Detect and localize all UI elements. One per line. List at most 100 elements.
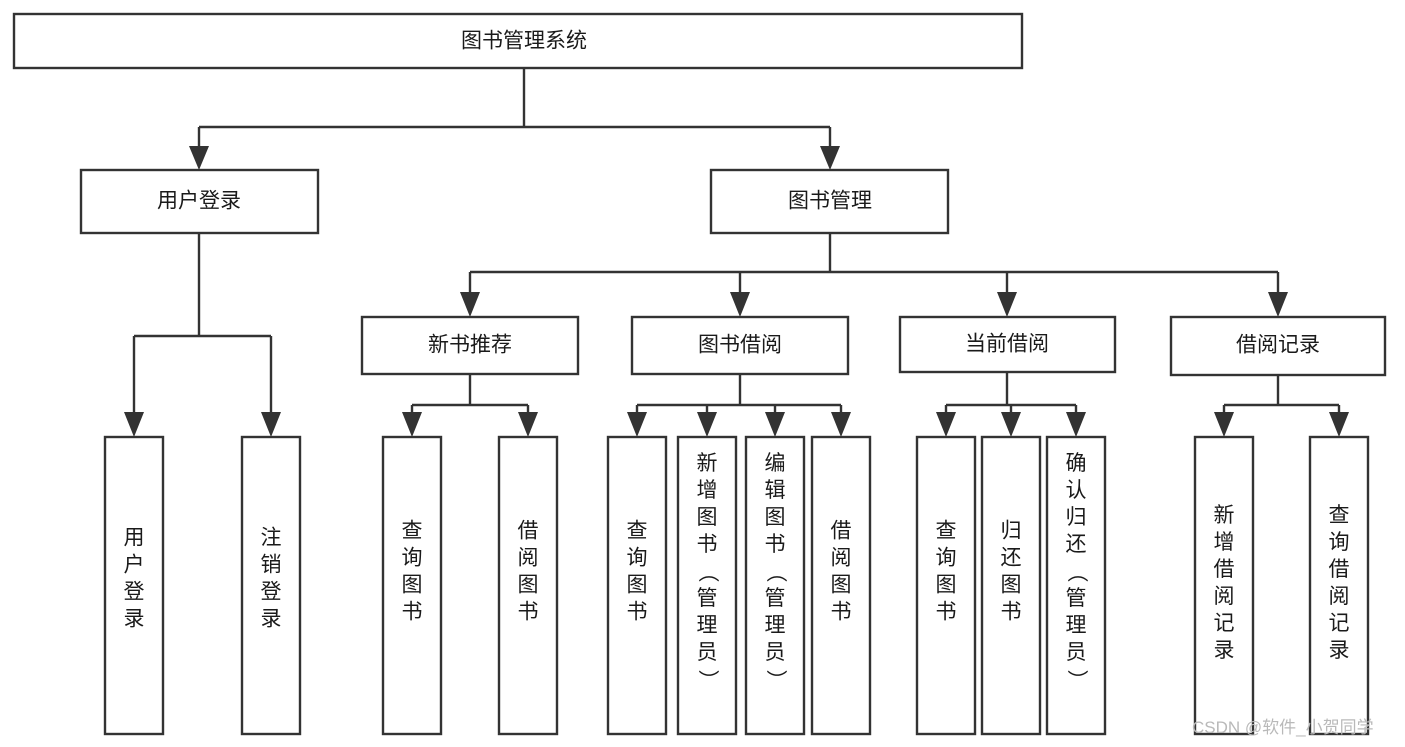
svg-text:（: （	[764, 562, 787, 583]
svg-text:记: 记	[1329, 612, 1350, 635]
svg-text:录: 录	[1329, 639, 1350, 662]
leaf-current-borrow-1-box[interactable]	[915, 435, 977, 736]
arrow-head-bookborrow-leaf4	[831, 412, 851, 437]
svg-text:员: 员	[1066, 641, 1087, 664]
svg-text:书: 书	[765, 533, 786, 556]
arrow-head-bookborrow-leaf2	[697, 412, 717, 437]
leaf-book-borrow-4-box[interactable]	[810, 435, 872, 736]
svg-text:归: 归	[1001, 520, 1022, 543]
node-user-login-label: 用户登录	[157, 190, 241, 213]
svg-text:还: 还	[1001, 547, 1022, 570]
svg-text:理: 理	[765, 614, 786, 637]
node-book-borrow[interactable]: 图书借阅	[630, 315, 850, 376]
connector-group-borrowrecord	[1214, 375, 1349, 437]
node-user-login[interactable]: 用户登录	[79, 168, 320, 235]
leaf-current-borrow-2-box[interactable]	[980, 435, 1042, 736]
node-new-book-recommend[interactable]: 新书推荐	[360, 315, 580, 376]
leaf-user-login-1[interactable]: 用户登录	[103, 435, 165, 736]
arrow-head-borrow-record	[1268, 292, 1288, 317]
node-current-borrow[interactable]: 当前借阅	[898, 315, 1117, 374]
svg-text:图: 图	[627, 574, 648, 597]
node-book-management[interactable]: 图书管理	[709, 168, 950, 235]
svg-text:员: 员	[765, 641, 786, 664]
node-borrow-record-box[interactable]	[1169, 315, 1387, 377]
svg-text:图: 图	[518, 574, 539, 597]
svg-text:新: 新	[697, 452, 718, 475]
arrow-head-current-borrow	[997, 292, 1017, 317]
leaf-borrow-record-1-box[interactable]	[1193, 435, 1255, 736]
svg-text:管: 管	[1066, 587, 1087, 610]
node-book-management-box[interactable]	[709, 168, 950, 235]
svg-text:图: 图	[402, 574, 423, 597]
svg-text:借: 借	[1329, 558, 1350, 581]
svg-text:）: ）	[1065, 670, 1088, 691]
arrow-head-bookborrow-leaf3	[765, 412, 785, 437]
svg-text:借: 借	[831, 520, 852, 543]
leaf-book-borrow-2-box[interactable]	[676, 435, 738, 736]
svg-text:书: 书	[402, 601, 423, 624]
svg-text:录: 录	[124, 608, 145, 631]
svg-text:书: 书	[936, 601, 957, 624]
arrow-head-userlogin	[189, 146, 209, 170]
svg-text:图: 图	[831, 574, 852, 597]
leaf-borrow-record-2-box[interactable]	[1308, 435, 1370, 736]
leaf-user-login-2-box[interactable]	[240, 435, 302, 736]
leaf-current-borrow-3-box[interactable]	[1045, 435, 1107, 736]
node-root[interactable]: 图书管理系统	[12, 12, 1024, 70]
svg-text:查: 查	[936, 520, 957, 543]
leaf-user-login-1-box[interactable]	[103, 435, 165, 736]
svg-text:新: 新	[1214, 504, 1235, 527]
leaf-book-borrow-1-box[interactable]	[606, 435, 668, 736]
svg-text:阅: 阅	[831, 547, 852, 570]
connector-group-userlogin	[124, 233, 281, 437]
node-book-borrow-box[interactable]	[630, 315, 850, 376]
leaf-new-book-1-box[interactable]	[381, 435, 443, 736]
svg-text:借: 借	[1214, 558, 1235, 581]
node-root-box[interactable]	[12, 12, 1024, 70]
node-user-login-box[interactable]	[79, 168, 320, 235]
arrow-head-logout-leaf	[261, 412, 281, 437]
svg-text:书: 书	[627, 601, 648, 624]
node-current-borrow-label: 当前借阅	[965, 333, 1049, 356]
svg-text:图: 图	[697, 506, 718, 529]
arrow-head-currentborrow-leaf1	[936, 412, 956, 437]
svg-text:管: 管	[697, 587, 718, 610]
svg-text:阅: 阅	[1329, 585, 1350, 608]
svg-text:书: 书	[1001, 601, 1022, 624]
svg-text:录: 录	[261, 608, 282, 631]
arrow-head-new-book	[460, 292, 480, 317]
svg-text:图: 图	[936, 574, 957, 597]
arrow-head-newbook-leaf1	[402, 412, 422, 437]
svg-text:询: 询	[936, 547, 957, 570]
svg-text:登: 登	[261, 581, 282, 604]
svg-text:书: 书	[831, 601, 852, 624]
svg-text:认: 认	[1066, 479, 1087, 502]
node-new-book-recommend-box[interactable]	[360, 315, 580, 376]
svg-text:）: ）	[696, 670, 719, 691]
node-borrow-record[interactable]: 借阅记录	[1169, 315, 1387, 377]
arrow-head-borrowrecord-leaf1	[1214, 412, 1234, 437]
svg-text:阅: 阅	[1214, 585, 1235, 608]
svg-text:（: （	[1065, 562, 1088, 583]
leaf-book-borrow-3-box[interactable]	[744, 435, 806, 736]
node-book-management-label: 图书管理	[788, 190, 872, 213]
leaf-new-book-2-box[interactable]	[497, 435, 559, 736]
node-new-book-recommend-label: 新书推荐	[428, 334, 512, 357]
node-current-borrow-box[interactable]	[898, 315, 1117, 374]
